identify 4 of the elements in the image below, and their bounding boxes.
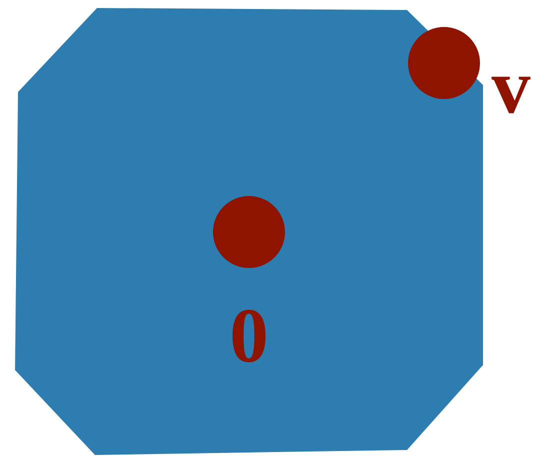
point-label: 0: [232, 310, 266, 362]
dot: [213, 196, 285, 268]
dot: [408, 27, 480, 99]
point-label: v: [492, 76, 530, 114]
